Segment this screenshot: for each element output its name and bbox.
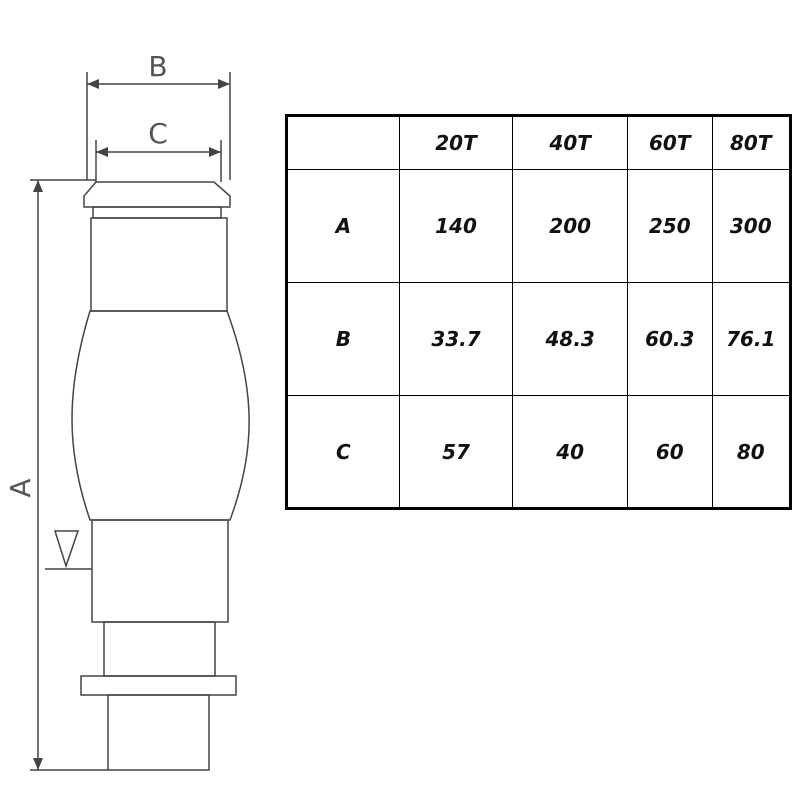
row-label-b: B [286,282,400,396]
nozzle-lower-cylinder [91,519,229,623]
column-header-60t: 60T [627,115,713,170]
row-label-c: C [286,395,400,509]
nozzle-neck [92,206,222,219]
nozzle-barrel [71,310,250,521]
table-row: C 57 40 60 80 [286,395,791,509]
dimension-table: 20T 40T 60T 80T A 140 200 250 300 B 33.7… [285,114,792,510]
table-cell: 33.7 [398,282,514,396]
table-header-row: 20T 40T 60T 80T [286,115,791,170]
row-label-a: A [286,169,400,283]
table-corner-cell [286,115,400,170]
table-cell: 60.3 [627,282,713,396]
table-cell: 76.1 [711,282,791,396]
nozzle-upper-cylinder [90,217,228,312]
water-level-icon [45,530,92,570]
nozzle-base-pipe [107,694,210,771]
table-cell: 250 [627,169,713,283]
table-cell: 57 [398,395,514,509]
table-row: A 140 200 250 300 [286,169,791,283]
dimension-a [30,179,108,771]
dimension-b-label: B [148,50,167,83]
table-cell: 60 [627,395,713,509]
dimension-a-label: A [4,478,37,497]
column-header-20t: 20T [398,115,514,170]
nozzle-body [71,181,250,771]
table-cell: 200 [512,169,628,283]
table-cell: 40 [512,395,628,509]
table-cell: 80 [711,395,791,509]
dimension-c-label: C [148,117,168,150]
nozzle-top-cap [83,181,231,208]
table-cell: 140 [398,169,514,283]
nozzle-flange [80,675,237,696]
table-cell: 48.3 [512,282,628,396]
nozzle-stem [103,621,216,677]
column-header-40t: 40T [512,115,628,170]
table-cell: 300 [711,169,791,283]
dimension-c [95,140,222,182]
dimension-b [86,72,231,180]
column-header-80t: 80T [711,115,791,170]
table-row: B 33.7 48.3 60.3 76.1 [286,282,791,396]
